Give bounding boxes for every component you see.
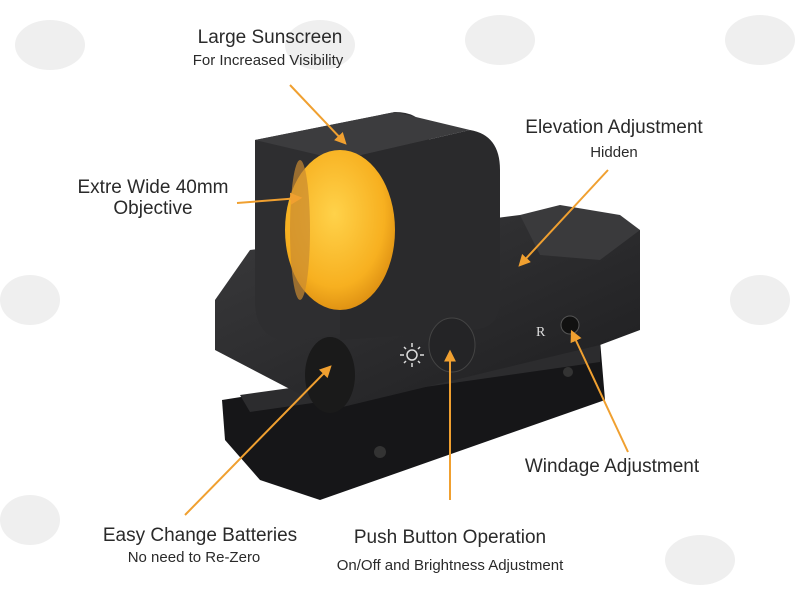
elevation-arrow <box>518 169 609 267</box>
batteries-arrow <box>184 365 332 516</box>
sight-body: R <box>215 112 640 413</box>
objective-title: Extre Wide 40mm <box>77 177 229 198</box>
sunscreen-arrow <box>289 84 347 145</box>
push-button <box>428 317 476 373</box>
batteries-title: Easy Change Batteries <box>102 525 298 546</box>
push-button-title: Push Button Operation <box>353 527 547 548</box>
battery-cap <box>305 337 355 413</box>
windage-title: Windage Adjustment <box>524 456 700 477</box>
watermark-ants <box>0 15 795 585</box>
sunscreen-title: Large Sunscreen <box>197 27 343 48</box>
knob-letter: R <box>536 325 546 340</box>
windage-arrow <box>570 329 629 453</box>
elevation-title: Elevation Adjustment <box>525 117 703 138</box>
windage-screw <box>560 315 580 335</box>
objective-arrow <box>236 192 303 205</box>
objective-subtitle: Objective <box>113 198 193 219</box>
elevation-subtitle: Hidden <box>590 144 638 161</box>
push-button-subtitle: On/Off and Brightness Adjustment <box>336 557 564 574</box>
sunscreen-subtitle: For Increased Visibility <box>192 52 344 69</box>
brightness-icon <box>400 343 424 367</box>
batteries-subtitle: No need to Re-Zero <box>127 549 261 566</box>
objective-lens <box>285 150 395 310</box>
